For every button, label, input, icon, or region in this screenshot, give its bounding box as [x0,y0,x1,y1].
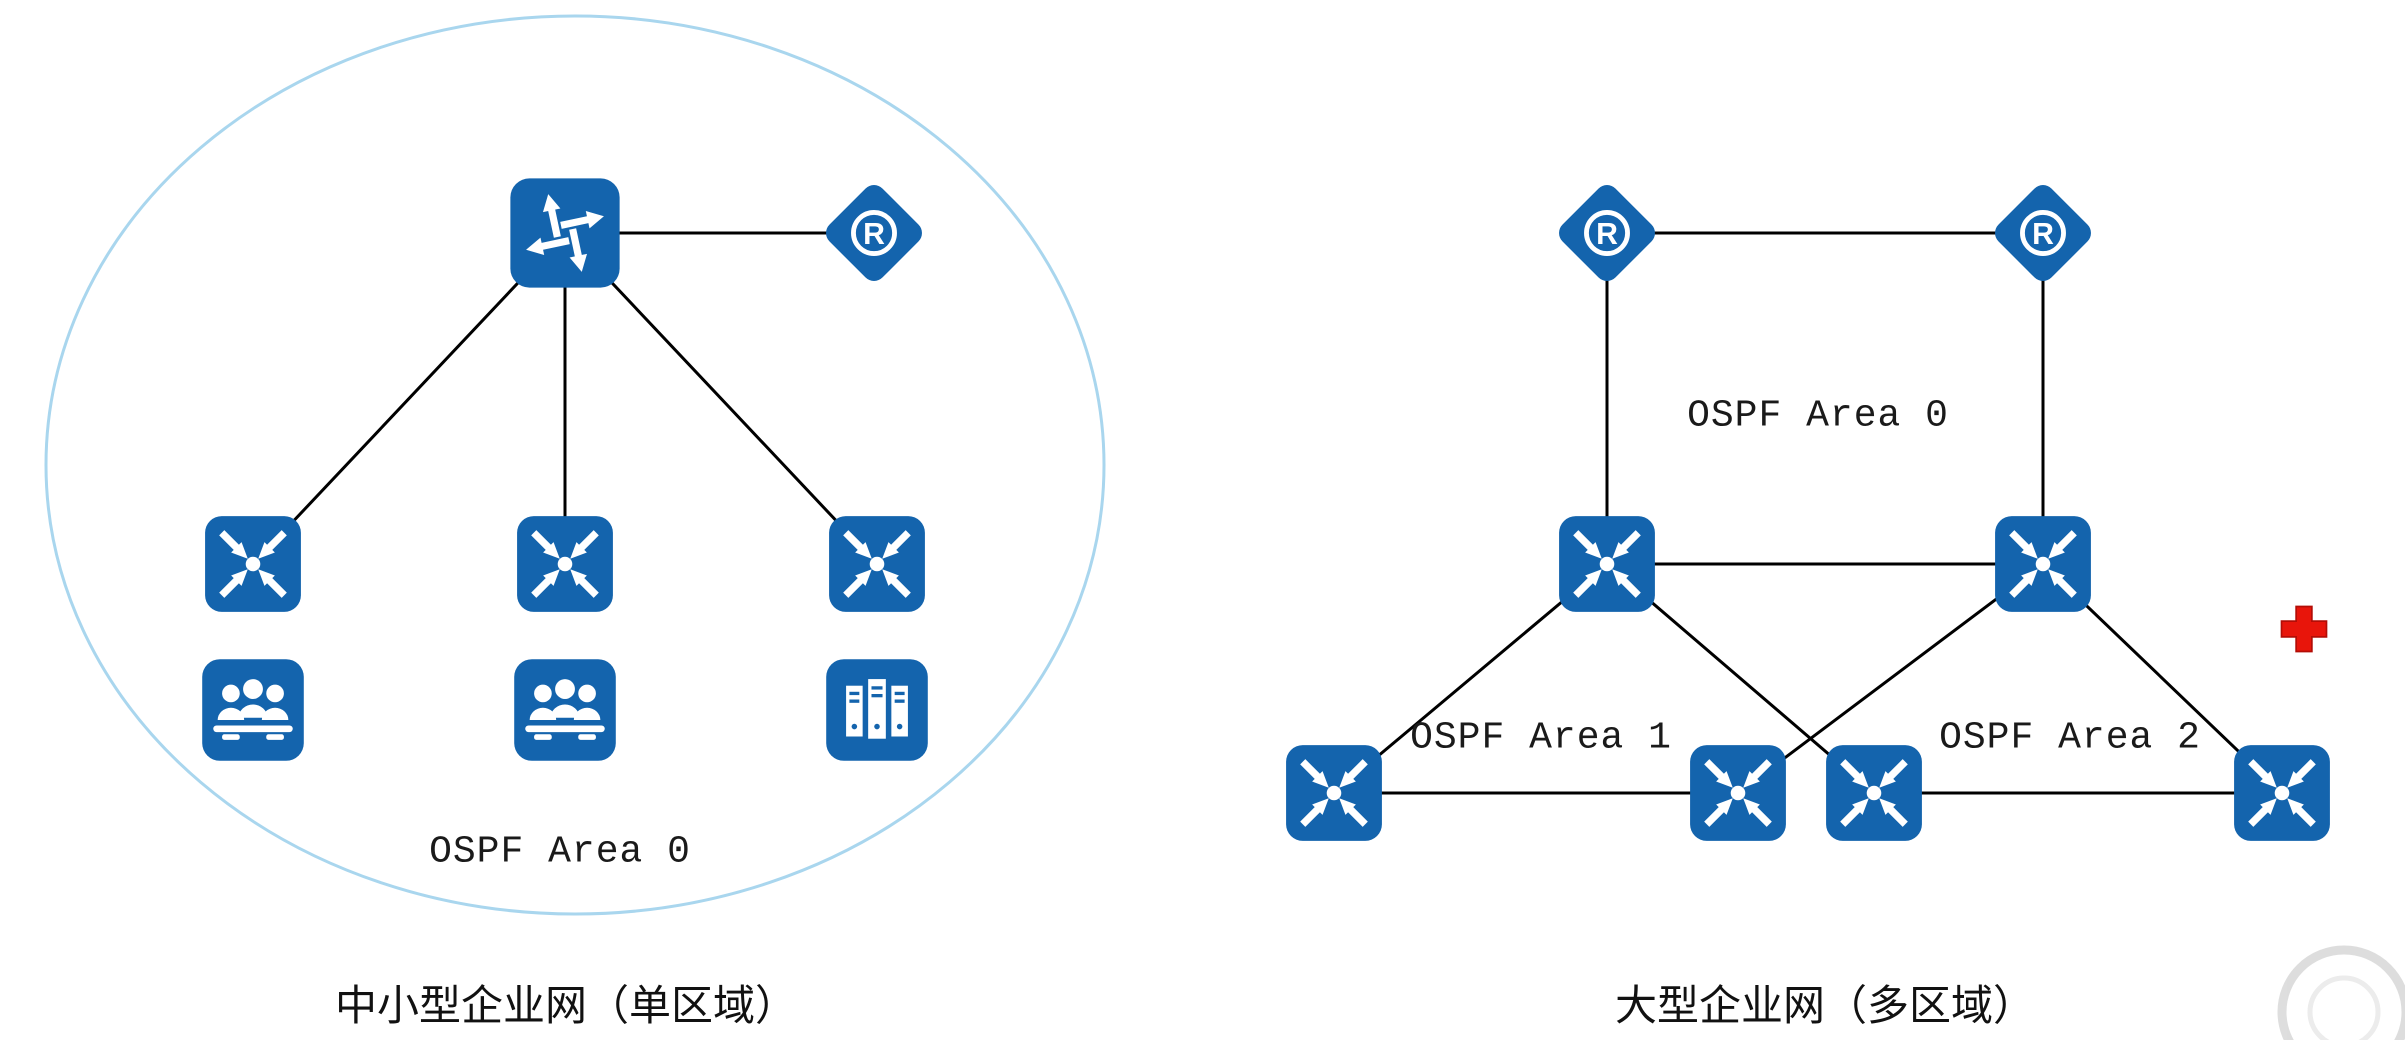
right-network-links [1332,231,2284,795]
right-diagram-caption: 大型企业网（多区域） [1614,981,2036,1030]
watermark-logo [2277,945,2405,1040]
left-diagram-caption: 中小型企业网（单区域） [334,981,798,1030]
abr-switch-1-icon [1557,514,1657,614]
network-link [251,231,567,566]
right-area1-label: OSPF Area 1 [1410,716,1672,760]
network-link [1736,562,2045,795]
server-group-icon [824,657,930,763]
left-network-links [251,231,879,566]
area2-switch-1-icon [1824,743,1924,843]
user-group-2-icon [512,657,618,763]
right-area0-label: OSPF Area 0 [1687,394,1949,438]
user-group-1-icon [200,657,306,763]
right-area2-label: OSPF Area 2 [1939,716,2201,760]
access-switch-3-icon [827,514,927,614]
left-area0-label: OSPF Area 0 [429,830,691,874]
access-switch-2-icon [515,514,615,614]
area0-boundary-ellipse [44,14,1106,916]
abr-switch-2-icon [1993,514,2093,614]
network-link [563,231,879,566]
access-switch-1-icon [203,514,303,614]
backbone-router-1-icon [1549,175,1665,291]
core-l3-switch-icon [508,176,622,290]
red-cross-icon [2277,602,2331,656]
area1-switch-2-icon [1688,743,1788,843]
area2-switch-2-icon [2232,743,2332,843]
backbone-router-2-icon [1985,175,2101,291]
edge-router-icon [816,175,932,291]
area1-switch-1-icon [1284,743,1384,843]
